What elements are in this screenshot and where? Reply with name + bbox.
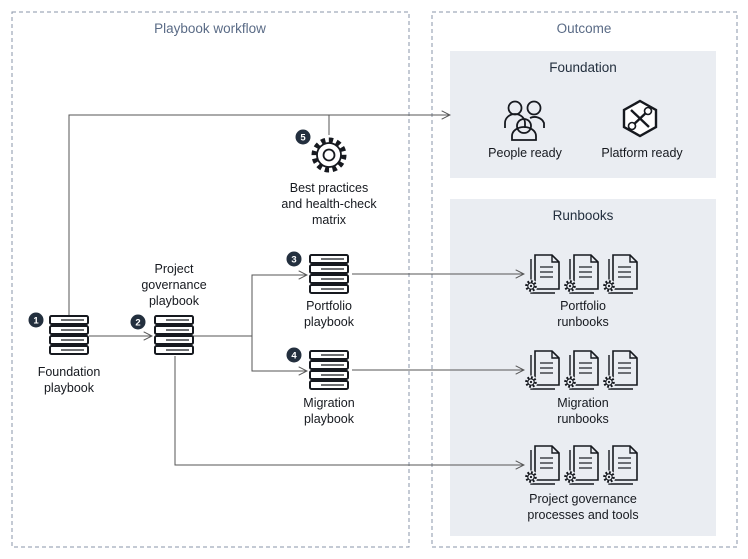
badge-3-number: 3 (291, 255, 296, 266)
badge-1 (28, 312, 44, 328)
migration-playbook: 4 Migration playbook (286, 347, 355, 426)
foundation-box-title: Foundation (549, 60, 617, 75)
governance-playbook: 2 Project governance playbook (130, 262, 207, 355)
people-ready-label: People ready (488, 146, 562, 160)
people-ready: People ready (488, 100, 563, 160)
portfolio-playbook-label-1: Portfolio (306, 299, 352, 313)
document-gear-icon-group-2 (525, 351, 638, 389)
outcome-panel-title: Outcome (557, 21, 612, 36)
workflow-panel-title: Playbook workflow (154, 21, 266, 36)
platform-ready: Platform ready (601, 99, 683, 160)
governance-to-processes-arrow (174, 356, 524, 465)
governance-runbooks-label-2: processes and tools (527, 508, 638, 522)
tools-icon (622, 99, 658, 138)
connectors (68, 115, 524, 465)
platform-ready-label: Platform ready (601, 146, 683, 160)
best-practices-label-1: Best practices (290, 181, 369, 195)
portfolio-playbook: 3 Portfolio playbook (286, 251, 355, 329)
foundation-playbook: 1 Foundation playbook (28, 312, 101, 395)
governance-runbooks: Project governance processes and tools (525, 446, 639, 522)
gear-icon (311, 137, 347, 173)
governance-playbook-label-3: playbook (149, 294, 200, 308)
badge-4 (286, 347, 302, 363)
governance-playbook-icon (154, 315, 194, 355)
badge-2-number: 2 (135, 318, 140, 329)
document-gear-icon-group-1 (525, 255, 638, 293)
foundation-playbook-label-2: playbook (44, 381, 95, 395)
badge-1-number: 1 (33, 316, 39, 327)
workflow-panel (11, 11, 410, 548)
people-icon (504, 100, 545, 141)
migration-runbooks-label-2: runbooks (557, 412, 608, 426)
runbooks-box-title: Runbooks (553, 208, 614, 223)
foundation-playbook-label-1: Foundation (38, 365, 101, 379)
portfolio-playbook-label-2: playbook (304, 315, 355, 329)
foundation-to-outcome-arrow (68, 115, 450, 316)
portfolio-runbooks-label-2: runbooks (557, 315, 608, 329)
governance-playbook-label-2: governance (141, 278, 206, 292)
portfolio-runbooks-label-1: Portfolio (560, 299, 606, 313)
governance-to-migration-arrow (251, 336, 307, 371)
portfolio-playbook-icon (309, 254, 349, 294)
best-practices-label-2: and health-check (281, 197, 377, 211)
badge-5-number: 5 (300, 133, 306, 144)
foundation-playbook-icon (49, 315, 89, 355)
portfolio-runbooks: Portfolio runbooks (525, 255, 638, 329)
governance-runbooks-label-1: Project governance (529, 492, 637, 506)
badge-2 (130, 314, 146, 330)
migration-playbook-label-2: playbook (304, 412, 355, 426)
governance-playbook-label-1: Project (155, 262, 194, 276)
best-practices: 5 Best practices and health-check matrix (281, 129, 377, 227)
migration-runbooks-label-1: Migration (557, 396, 608, 410)
migration-playbook-label-1: Migration (303, 396, 354, 410)
foundation-box (450, 51, 716, 178)
best-practices-label-3: matrix (312, 213, 347, 227)
badge-5 (295, 129, 311, 145)
governance-to-portfolio-arrow (251, 275, 307, 336)
badge-3 (286, 251, 302, 267)
migration-playbook-icon (309, 350, 349, 390)
badge-4-number: 4 (291, 351, 297, 362)
document-gear-icon-group-3 (525, 446, 638, 484)
migration-runbooks: Migration runbooks (525, 351, 638, 426)
